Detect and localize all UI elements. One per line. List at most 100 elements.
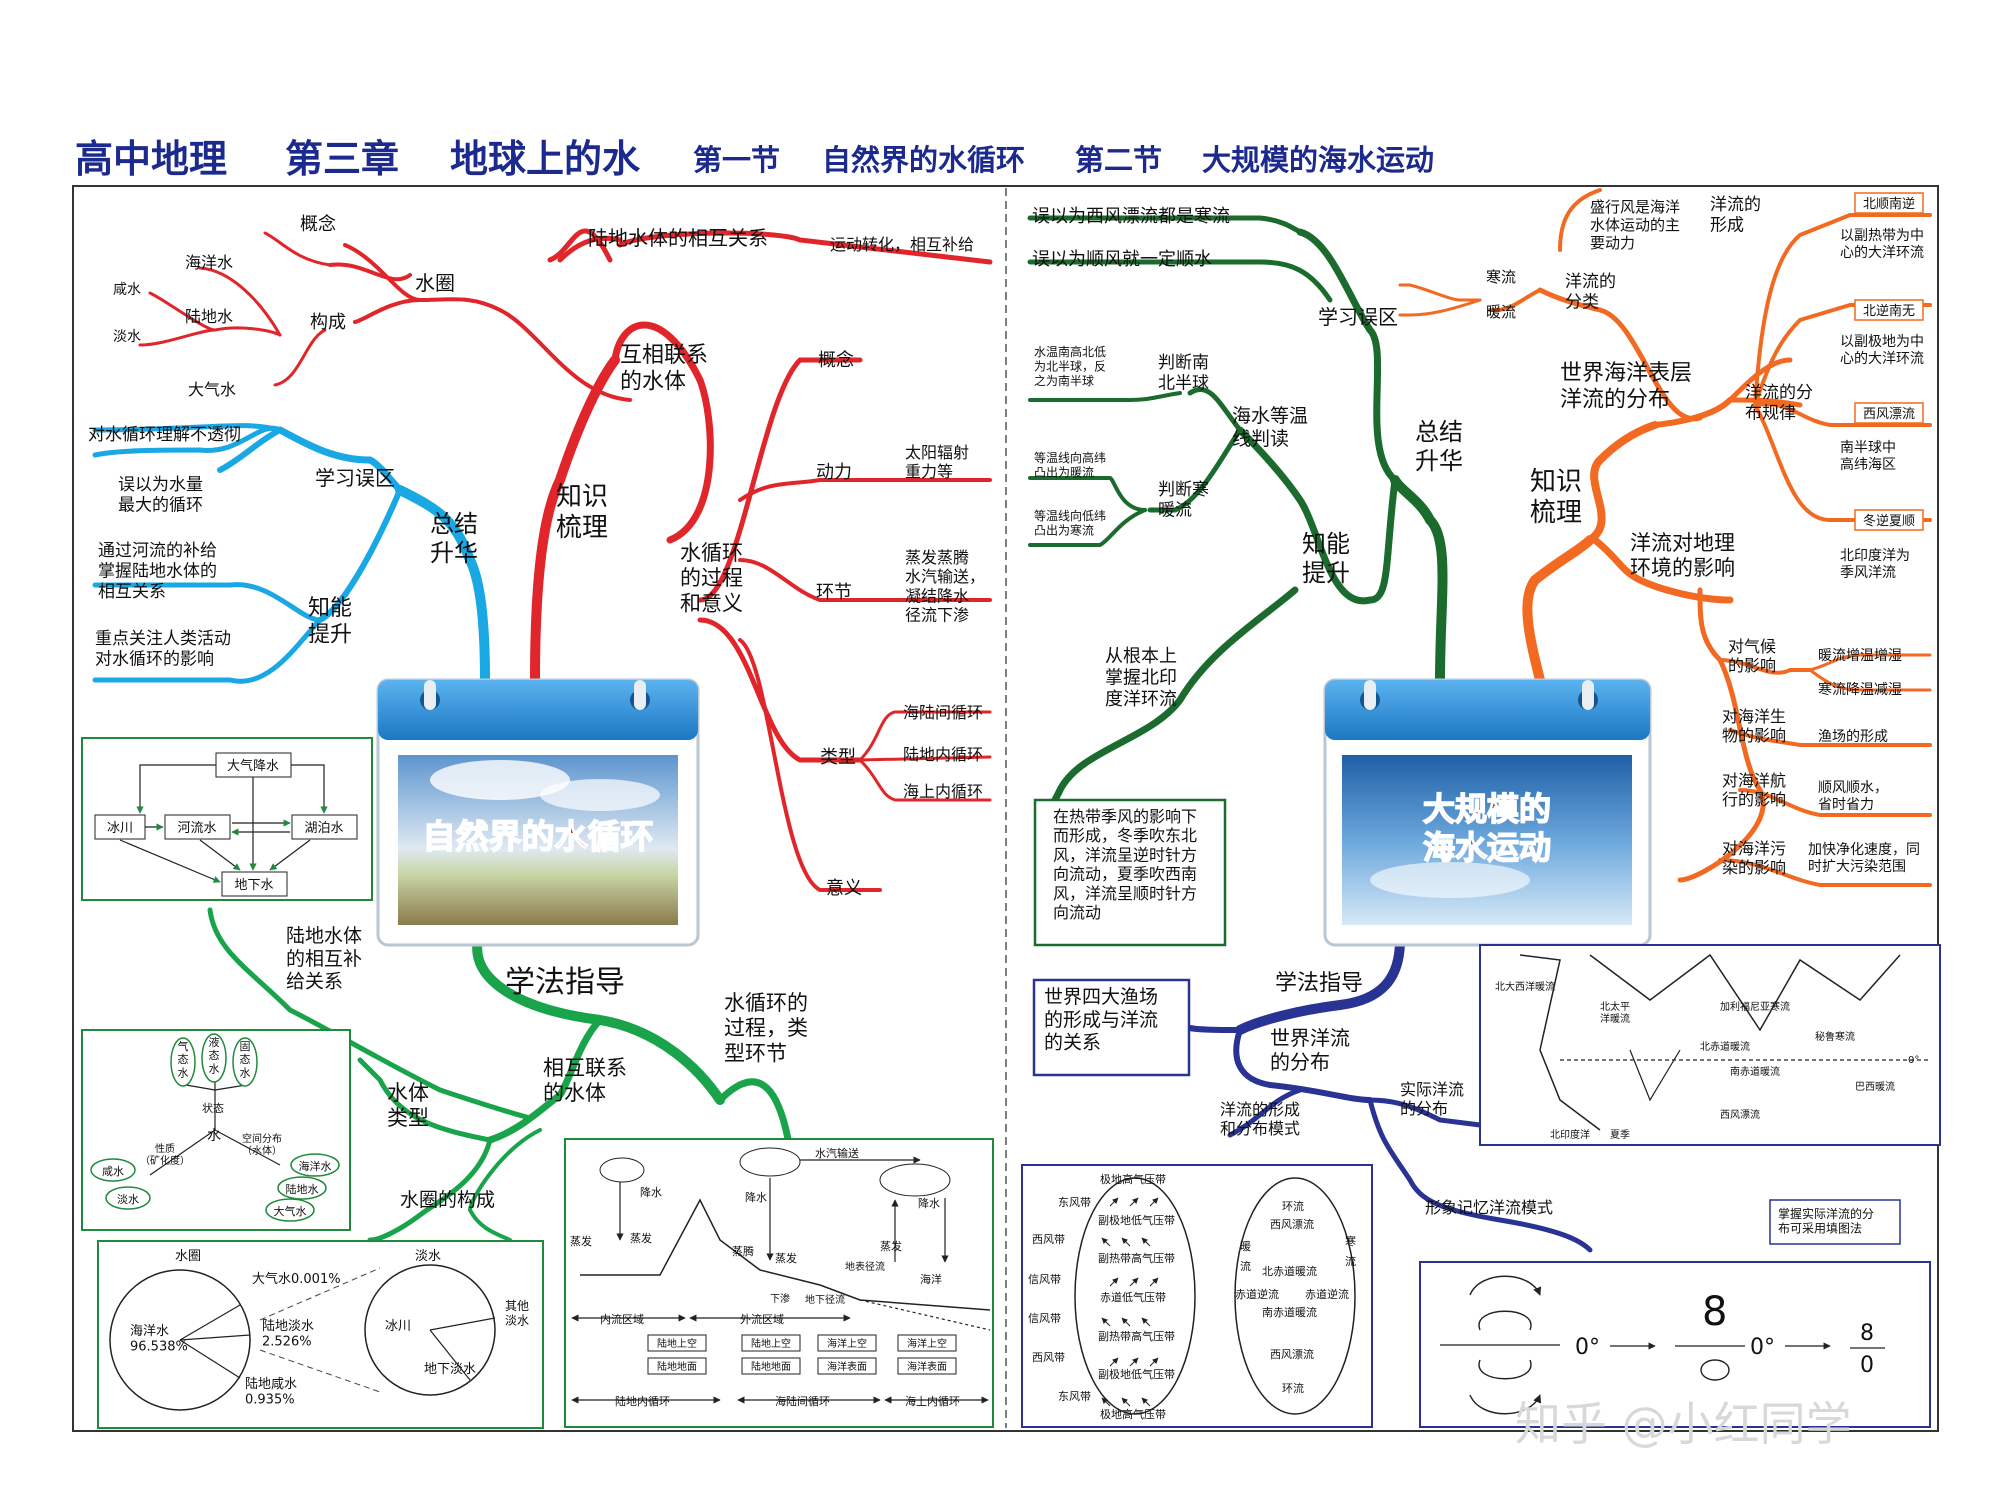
left-zntg-label: 知能提升 bbox=[308, 596, 352, 647]
cyc-zt: 蒸腾 bbox=[732, 1244, 754, 1258]
ylxcfb-label: 洋流的形成和分布模式 bbox=[1220, 1100, 1300, 1138]
wind-arrow bbox=[1149, 1197, 1159, 1207]
pie-dq: 大气水0.001% bbox=[252, 1271, 341, 1287]
dansh-label: 淡水 bbox=[113, 329, 141, 345]
cyc-hysk2: 海洋上空 bbox=[907, 1337, 947, 1350]
cyc-ldsk1: 陆地上空 bbox=[657, 1337, 697, 1350]
tri-zt: 状态 bbox=[202, 1101, 224, 1115]
left-blue-branch: 总结升华 学习误区 对水循环理解不透彻 误以为水量最大的循环 知能提升 通过河流… bbox=[88, 423, 490, 685]
sdxp-label: 海水等温线判读 bbox=[1232, 405, 1308, 450]
dongli-label: 动力 bbox=[816, 462, 852, 483]
wind-w3: 信风带 bbox=[1028, 1273, 1061, 1286]
cyc-hysk1: 海洋上空 bbox=[827, 1337, 867, 1350]
xiansh-label: 咸水 bbox=[113, 282, 141, 298]
hj-val: 蒸发蒸腾水汽输送，凝结降水径流下渗 bbox=[905, 548, 985, 625]
wind-arrow bbox=[1109, 1197, 1119, 1207]
hysw-label: 对海洋生物的影响 bbox=[1722, 707, 1786, 745]
tri-ld: 陆地水 bbox=[286, 1182, 319, 1196]
fig-world-currents: 北大西洋暖流 北太平洋暖流 加利福尼亚寒流 北赤道暖流 南赤道暖流 西风漂流 巴… bbox=[1479, 944, 1941, 1146]
xxjy-label: 形象记忆洋流模式 bbox=[1425, 1198, 1553, 1217]
left-xxwq-label: 学习误区 bbox=[315, 466, 395, 490]
tri-xz: 性质（矿化度） bbox=[140, 1142, 190, 1167]
hxlx2-label: 相互联系的水体 bbox=[543, 1056, 627, 1105]
ldn-label: 陆地内循环 bbox=[903, 745, 983, 764]
cyc-js3: 降水 bbox=[918, 1196, 940, 1210]
wind-arrow bbox=[1141, 1237, 1151, 1247]
shuiquan-label: 水圈 bbox=[415, 271, 455, 295]
sqgc-label: 水圈的构成 bbox=[400, 1189, 495, 1211]
fig-water-types: 气态水 液态水 固态水 状态 水 性质（矿化度） 空间分布（水体） 咸水 淡水 … bbox=[81, 1029, 351, 1231]
flow-hps: 湖泊水 bbox=[304, 821, 343, 836]
tri-yt: 液态水 bbox=[209, 1035, 220, 1075]
oc-bcdnl: 北赤道暖流 bbox=[1262, 1264, 1317, 1278]
right-calendar-title: 大规模的海水运动 bbox=[1423, 790, 1551, 866]
watermark: 知乎 @小红同学 bbox=[1515, 1397, 1852, 1451]
hyhx-label: 对海洋航行的影响 bbox=[1722, 771, 1786, 809]
map-bcd: 北赤道暖流 bbox=[1700, 1040, 1750, 1053]
left-red-branch: 陆地水体的相互关系 运动转化，相互补给 互相联系的水体 知识梳理 水圈 概念 构… bbox=[113, 213, 993, 899]
wind-arrow bbox=[1109, 1357, 1119, 1367]
wind-w5: 西风带 bbox=[1032, 1351, 1065, 1364]
map-js: 加利福尼亚寒流 bbox=[1720, 1000, 1790, 1013]
map-bl: 秘鲁寒流 bbox=[1815, 1030, 1855, 1043]
memo-frac-bottom: 0 bbox=[1860, 1353, 1874, 1378]
q1-text: 暖流增温增湿 bbox=[1818, 648, 1902, 664]
g2-text: 以副极地为中心的大洋环流 bbox=[1840, 334, 1924, 367]
cyc-zf3: 蒸发 bbox=[775, 1251, 797, 1265]
wind-arrow bbox=[1101, 1397, 1111, 1407]
ldgx-label: 陆地水体的相互关系 bbox=[588, 226, 768, 250]
wind-arrow bbox=[1121, 1397, 1131, 1407]
yiyi-label: 意义 bbox=[826, 878, 862, 899]
wind-arrow bbox=[1129, 1357, 1139, 1367]
cyc-wlqy: 外流区域 bbox=[740, 1312, 784, 1326]
leixing-label: 类型 bbox=[820, 747, 856, 768]
pie-dsh: 淡水 bbox=[415, 1249, 441, 1264]
stlx-label: 水体类型 bbox=[387, 1081, 429, 1130]
yzbj-label: 运动转化，相互补给 bbox=[830, 235, 974, 254]
left-green-branch: 学法指导 陆地水体的相互补给关系 相互联系的水体 水体类型 水圈的构成 水循环的… bbox=[207, 907, 808, 1243]
right-zntg-label: 知能提升 bbox=[1302, 530, 1350, 587]
yc-text: 渔场的形成 bbox=[1818, 729, 1888, 745]
wind-w1: 东风带 bbox=[1058, 1196, 1091, 1209]
cyc-ldmian2: 陆地地面 bbox=[751, 1360, 791, 1373]
memo-zero2: 0° bbox=[1750, 1335, 1775, 1360]
flow-hls: 河流水 bbox=[177, 821, 216, 836]
flow-dxs: 地下水 bbox=[234, 878, 273, 893]
hn2: 等温线向低纬凸出为寒流 bbox=[1034, 508, 1106, 537]
wind-arrow bbox=[1141, 1317, 1151, 1327]
tag4-text: 冬逆夏顺 bbox=[1863, 513, 1915, 529]
hn1: 等温线向高纬凸出为暖流 bbox=[1034, 450, 1106, 479]
left-wq2: 误以为水量最大的循环 bbox=[118, 475, 203, 515]
wind-p5: 副热带高气压带 bbox=[1098, 1329, 1175, 1343]
oc-han: 寒 bbox=[1345, 1234, 1356, 1248]
page-header: 高中地理 第三章 地球上的水 第一节 自然界的水循环 第二节 大规模的海水运动 bbox=[75, 137, 1434, 181]
wind-arrow bbox=[1121, 1237, 1131, 1247]
g1-text: 以副热带为中心的大洋环流 bbox=[1840, 228, 1924, 261]
right-wq2: 误以为顺风就一定顺水 bbox=[1032, 249, 1212, 270]
wind-arrow bbox=[1141, 1397, 1151, 1407]
flow-dqjs: 大气降水 bbox=[227, 758, 279, 774]
hlj-label: 海陆间循环 bbox=[903, 703, 983, 722]
ldxh-label: 陆地水体的相互补给关系 bbox=[286, 925, 362, 993]
header-subject: 高中地理 bbox=[75, 137, 227, 181]
left-calendar: 自然界的水循环 bbox=[376, 678, 700, 947]
cyc-hljxh: 海陆间循环 bbox=[775, 1394, 830, 1408]
wind-arrow bbox=[1149, 1357, 1159, 1367]
right-calendar: 大规模的海水运动 bbox=[1323, 678, 1652, 947]
left-zn2: 重点关注人类活动对水循环的影响 bbox=[95, 629, 231, 669]
tri-kj: 空间分布（水体） bbox=[242, 1132, 282, 1157]
map-bdxy: 北大西洋暖流 bbox=[1495, 980, 1555, 993]
oc-nuan: 暖 bbox=[1240, 1240, 1251, 1253]
map-zero: 0° bbox=[1908, 1055, 1919, 1066]
tri-dq: 大气水 bbox=[274, 1204, 307, 1218]
hxlx-label: 互相联系的水体 bbox=[620, 343, 708, 394]
fishery-box bbox=[1032, 978, 1191, 1077]
header-section1: 第一节 bbox=[693, 143, 780, 177]
g4-text: 北印度洋为季风洋流 bbox=[1840, 548, 1910, 581]
oc-xfpl2: 西风漂流 bbox=[1270, 1347, 1314, 1361]
right-orange-branch: 盛行风是海洋水体运动的主要动力 洋流的形成 洋流的分类 寒流 暖流 世界海洋表层… bbox=[1398, 188, 1932, 887]
